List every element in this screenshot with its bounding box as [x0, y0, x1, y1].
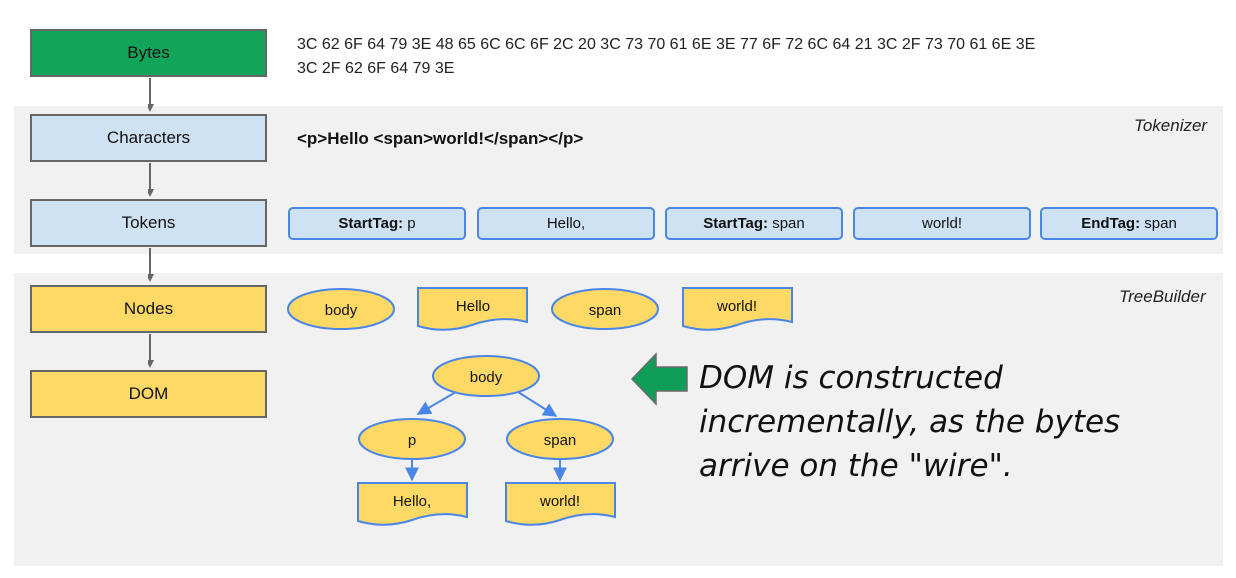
token-starttag-span: StartTag: span	[665, 207, 843, 240]
dom-node-body: body	[432, 355, 540, 397]
token-starttag-p: StartTag: p	[288, 207, 466, 240]
callout-line-2: incrementally, as the bytes	[699, 404, 1121, 440]
token-text-world: world!	[853, 207, 1031, 240]
token-value: Hello,	[546, 215, 586, 232]
dom-node-p-label: p	[408, 432, 416, 449]
callout-line-1: DOM is constructed	[699, 360, 1003, 396]
stage-tokens: Tokens	[30, 199, 267, 247]
dom-node-hello: Hello,	[357, 482, 468, 526]
node-hello: Hello	[417, 287, 528, 331]
connector-tokens-nodes	[148, 248, 154, 282]
callout-line-3: arrive on the "wire".	[699, 448, 1013, 484]
characters-text: <p>Hello <span>world!</span></p>	[297, 129, 584, 148]
token-text-hello: Hello,	[477, 207, 655, 240]
token-kind: StartTag:	[338, 215, 404, 232]
stage-nodes: Nodes	[30, 285, 267, 333]
dom-node-world: world!	[505, 482, 616, 526]
bytes-hex-line-2: 3C 2F 62 6F 64 79 3E	[297, 60, 455, 77]
token-value: span	[1144, 215, 1177, 232]
bytes-hex-line-1: 3C 62 6F 64 79 3E 48 65 6C 6C 6F 2C 20 3…	[297, 36, 1036, 53]
node-span: span	[551, 288, 659, 330]
stage-dom: DOM	[30, 370, 267, 418]
token-value: span	[772, 215, 805, 232]
node-hello-label: Hello	[456, 298, 490, 315]
callout-text: DOM is constructed incrementally, as the…	[699, 356, 1120, 488]
tokenizer-label: Tokenizer	[1134, 116, 1208, 135]
edge-body-p	[416, 391, 457, 415]
dom-node-span: span	[506, 418, 614, 460]
token-endtag-span: EndTag: span	[1040, 207, 1218, 240]
treebuilder-label: TreeBuilder	[1119, 287, 1206, 306]
token-kind: StartTag:	[703, 215, 769, 232]
stage-characters: Characters	[30, 114, 267, 162]
stage-bytes: Bytes	[30, 29, 267, 77]
bytes-hex: 3C 62 6F 64 79 3E 48 65 6C 6C 6F 2C 20 3…	[297, 33, 1035, 81]
dom-node-body-label: body	[470, 369, 503, 386]
connector-characters-tokens	[148, 163, 154, 197]
node-body: body	[287, 288, 395, 330]
dom-node-span-label: span	[544, 432, 577, 449]
token-value: p	[407, 215, 416, 232]
token-kind: EndTag:	[1081, 215, 1141, 232]
node-world-label: world!	[716, 298, 757, 315]
connector-nodes-dom	[148, 334, 154, 368]
dom-node-hello-label: Hello,	[393, 493, 431, 510]
connector-bytes-characters	[148, 78, 154, 112]
token-value: world!	[921, 215, 962, 232]
node-body-label: body	[325, 302, 358, 319]
dom-node-world-label: world!	[539, 493, 580, 510]
dom-node-p: p	[358, 418, 466, 460]
node-span-label: span	[589, 302, 622, 319]
edge-body-span	[517, 391, 558, 417]
node-world: world!	[682, 287, 793, 331]
